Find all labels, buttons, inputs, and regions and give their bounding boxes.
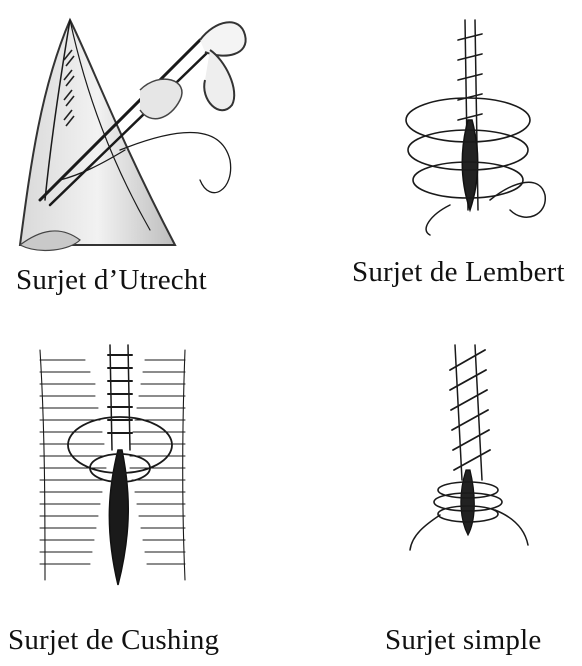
simple-illustration	[300, 330, 582, 580]
panel-lembert: Surjet de Lembert	[300, 0, 582, 330]
caption-lembert: Surjet de Lembert	[352, 258, 565, 287]
caption-simple: Surjet simple	[385, 626, 541, 655]
cushing-illustration	[0, 330, 290, 610]
panel-utrecht: Surjet d’Utrecht	[0, 0, 290, 330]
caption-utrecht: Surjet d’Utrecht	[16, 266, 207, 295]
caption-cushing: Surjet de Cushing	[8, 626, 219, 655]
panel-simple: Surjet simple	[300, 330, 582, 666]
lembert-illustration	[300, 0, 582, 260]
panel-cushing: Surjet de Cushing	[0, 330, 290, 666]
utrecht-illustration	[0, 0, 290, 265]
